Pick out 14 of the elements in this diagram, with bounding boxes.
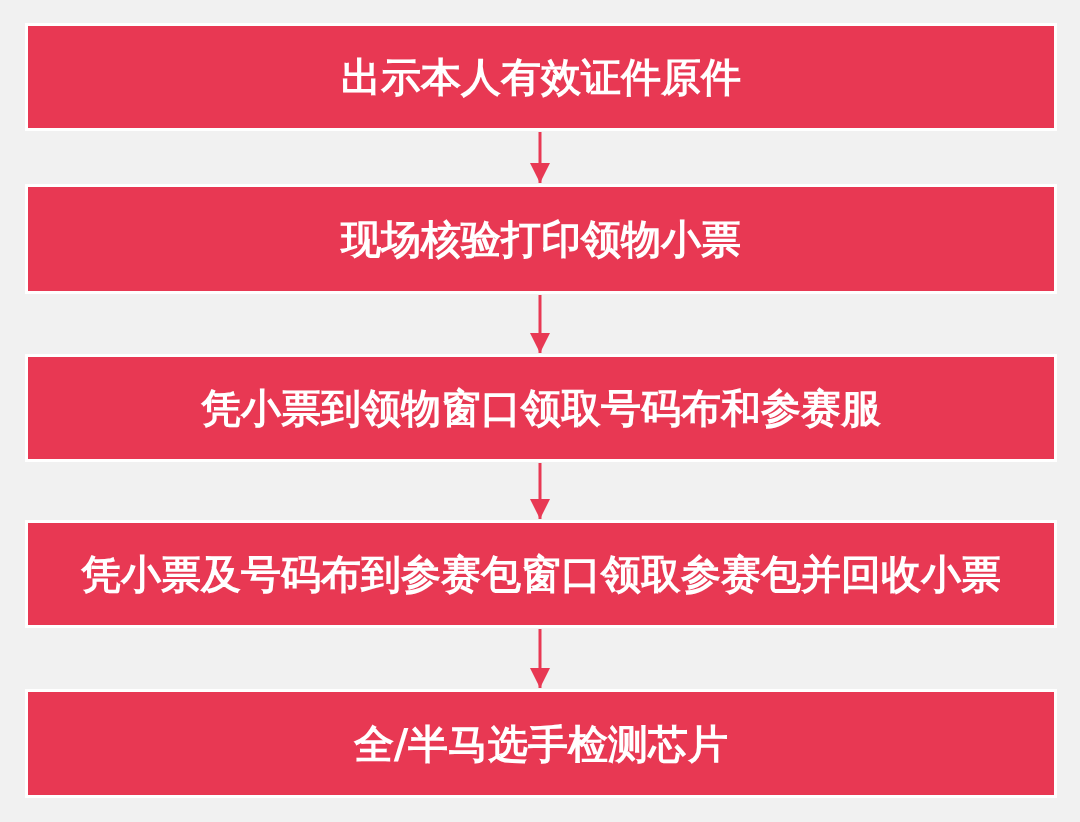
step-label: 现场核验打印领物小票	[341, 215, 741, 263]
arrow	[530, 629, 550, 688]
arrow	[530, 463, 550, 519]
arrow	[530, 295, 550, 353]
process-box	[25, 520, 1057, 628]
process-box	[25, 23, 1057, 131]
step-label: 出示本人有效证件原件	[341, 53, 741, 101]
process-box	[25, 184, 1057, 294]
process-box	[25, 354, 1057, 462]
process-box	[25, 689, 1057, 798]
step-label: 凭小票到领物窗口领取号码布和参赛服	[201, 384, 881, 432]
arrow	[530, 132, 550, 183]
step-label: 全/半马选手检测芯片	[353, 719, 729, 768]
step-label: 凭小票及号码布到参赛包窗口领取参赛包并回收小票	[81, 550, 1001, 598]
